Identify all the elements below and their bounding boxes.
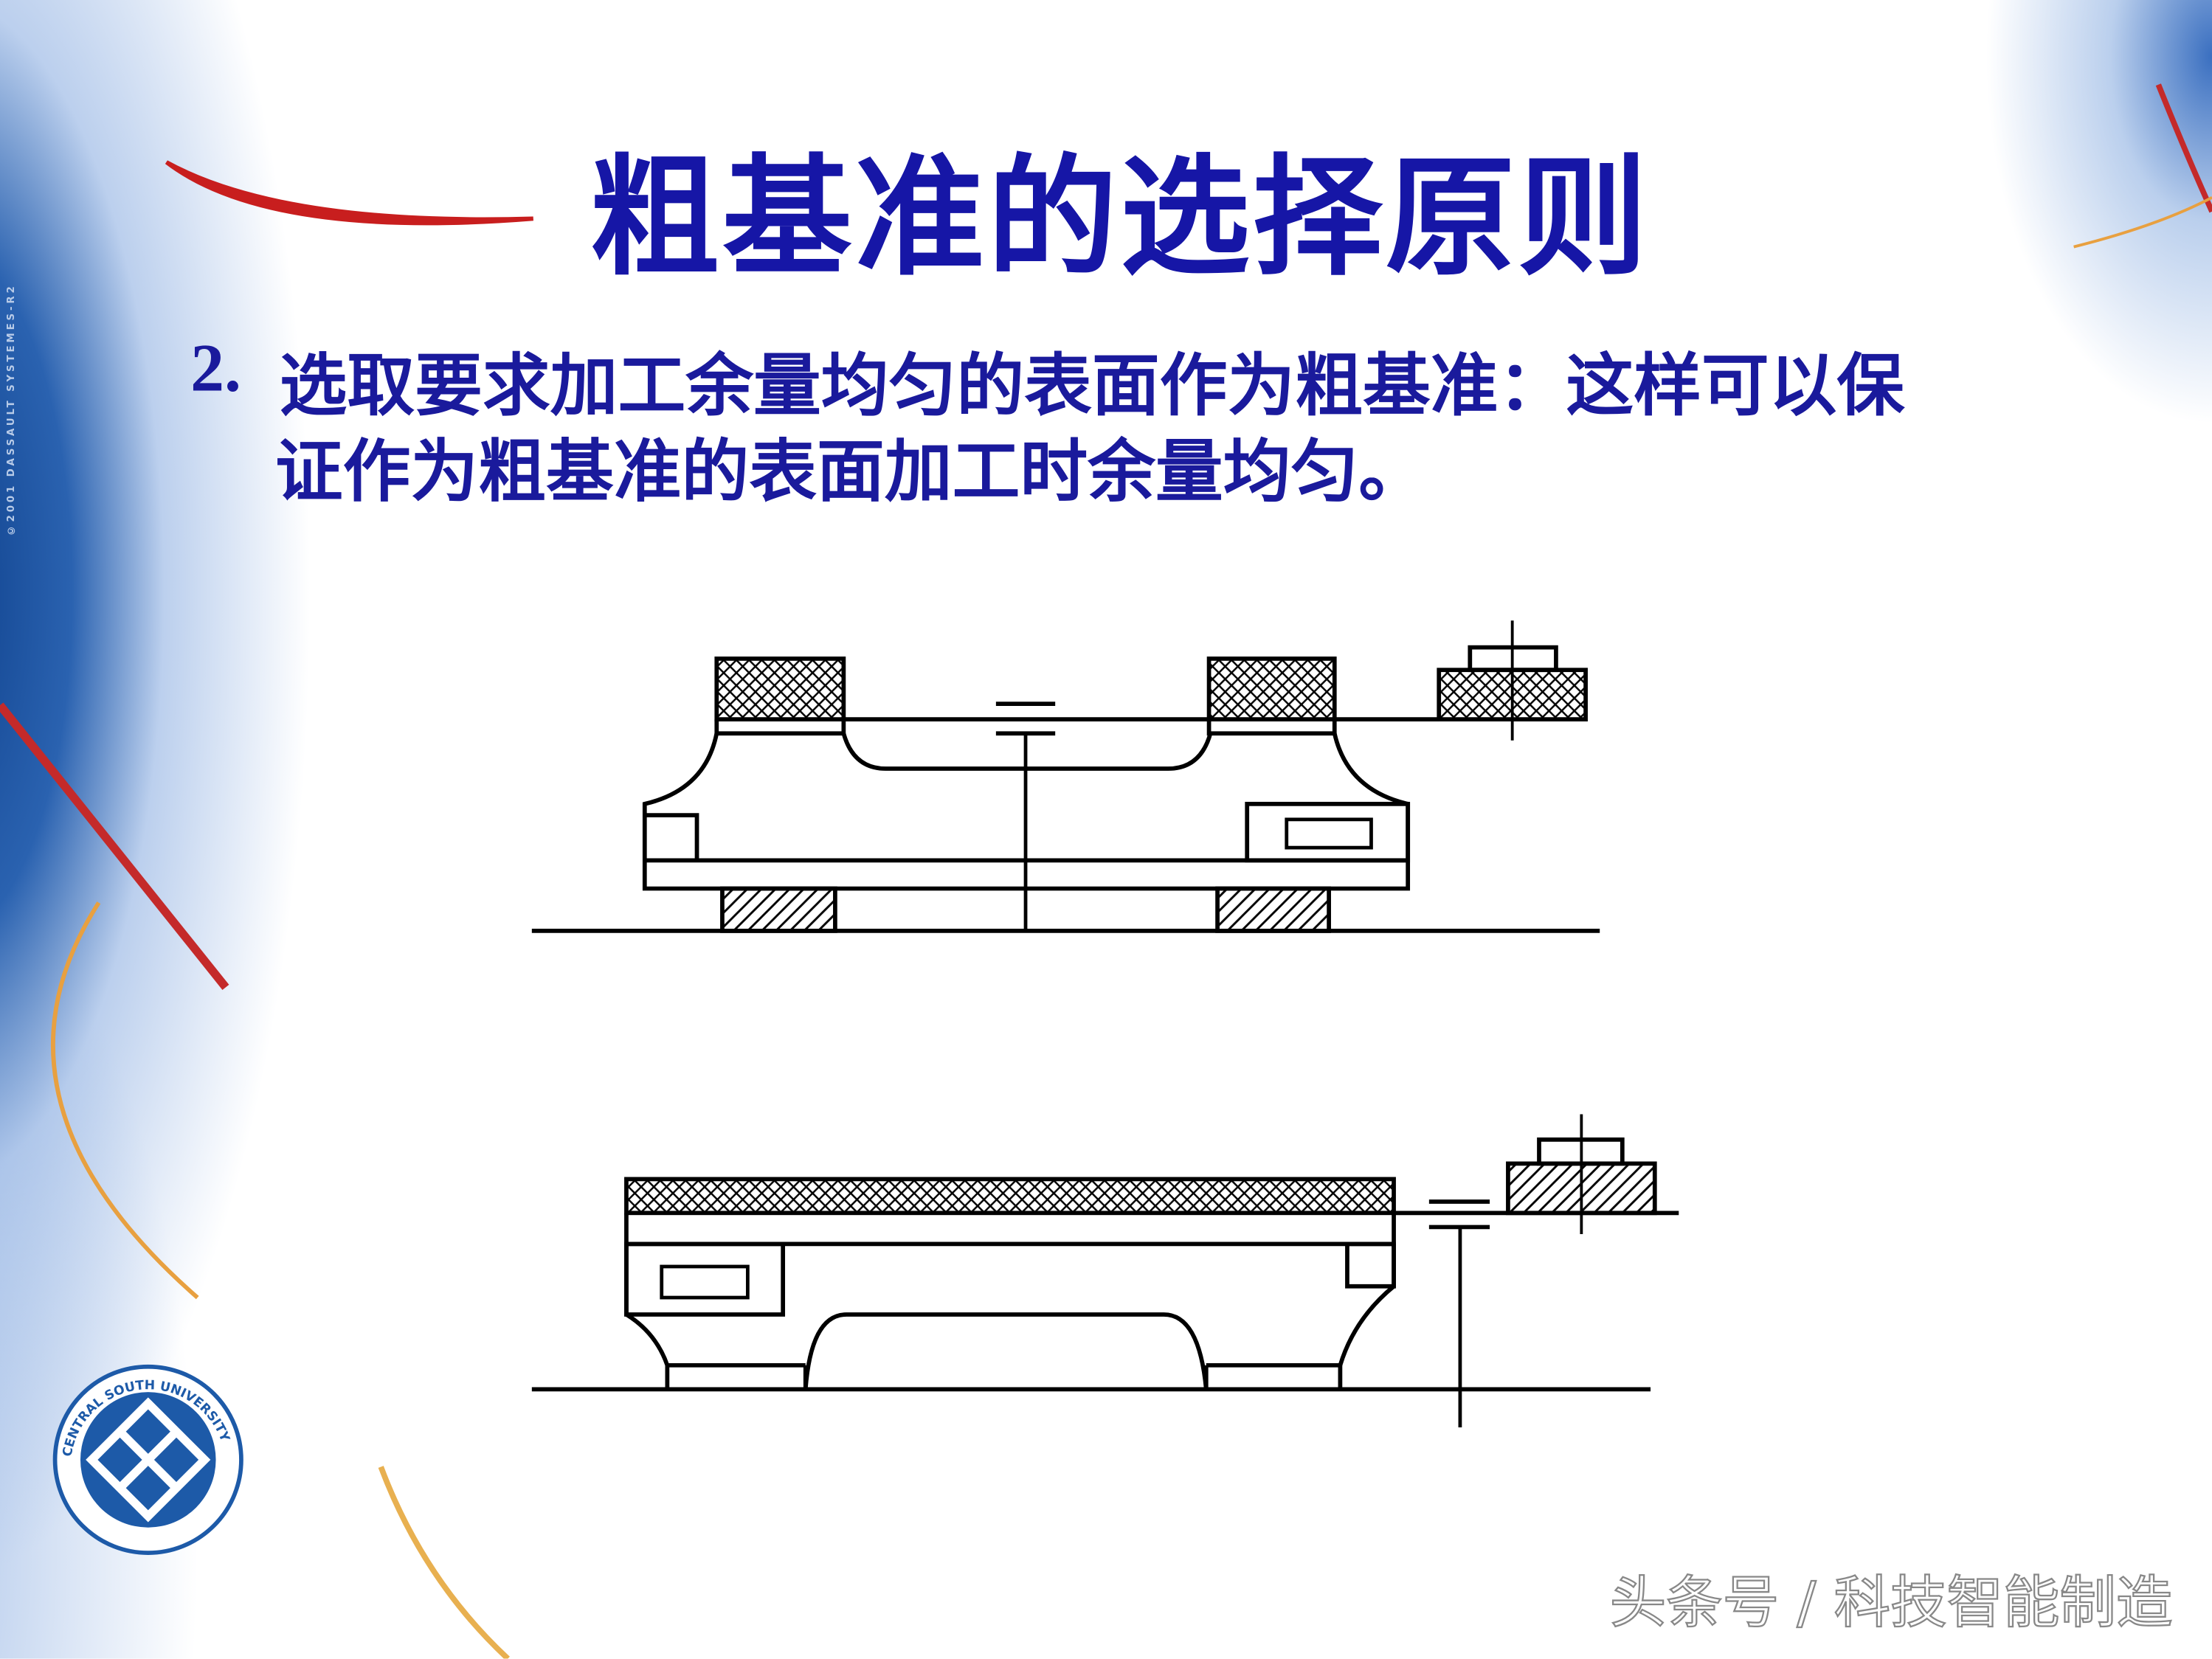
orange-arc-left bbox=[51, 901, 199, 1300]
red-swoosh-top bbox=[165, 160, 533, 226]
hatched-foot-right bbox=[1215, 886, 1331, 933]
university-logo: CENTRAL SOUTH UNIVERSITY bbox=[52, 1364, 243, 1555]
point-text-line2: 证作为粗基准的表面加工时余量均匀。 bbox=[274, 435, 1427, 511]
center-arch bbox=[803, 1312, 1209, 1390]
body-outline bbox=[624, 1244, 1396, 1368]
crosshatch-strip bbox=[624, 1177, 1396, 1216]
point-number: 2. bbox=[190, 331, 241, 406]
red-swoosh-left bbox=[0, 702, 229, 990]
red-swoosh-right bbox=[2155, 83, 2212, 213]
orange-arc-right bbox=[2073, 195, 2212, 249]
crosshatch-block-left bbox=[714, 657, 846, 721]
orange-arc-bottom bbox=[378, 1466, 510, 1659]
hatched-foot-left bbox=[720, 886, 837, 933]
watermark: 头条号 / 科技智能制造 bbox=[1609, 1570, 2174, 1637]
diagram-bottom bbox=[531, 1114, 1679, 1427]
crosshatch-block-right bbox=[1206, 657, 1337, 721]
slide-title: 粗基准的选择原则 bbox=[590, 141, 1651, 294]
diagram-top bbox=[531, 620, 1600, 933]
point-text-line1: 选取要求加工余量均匀的表面作为粗基准：这样可以保 bbox=[279, 350, 1905, 425]
